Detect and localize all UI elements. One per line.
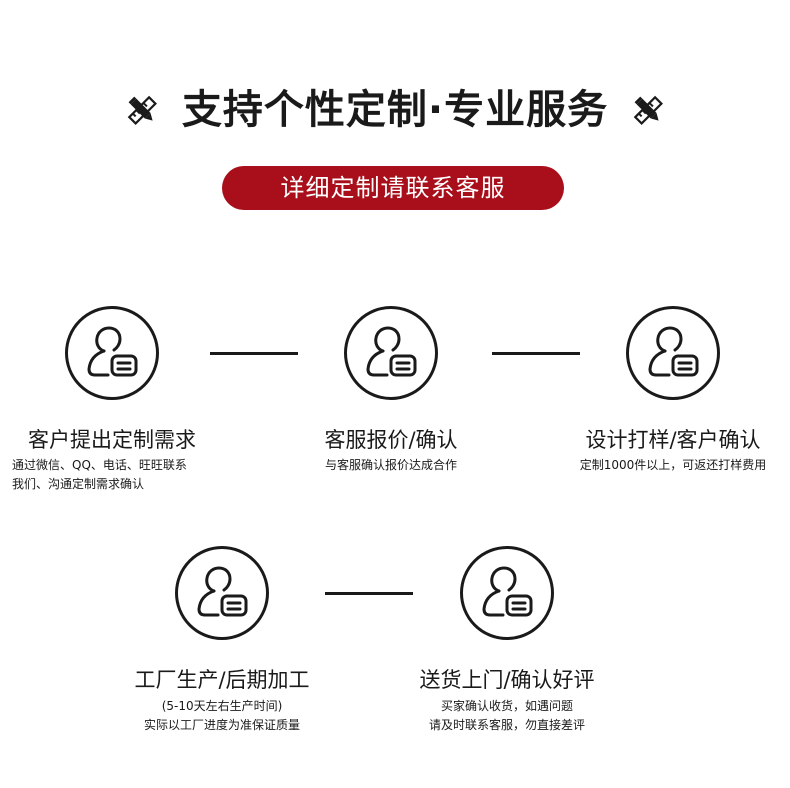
connector-line [492, 352, 580, 355]
step-5-title: 送货上门/确认好评 [419, 668, 595, 692]
step-1-desc: 通过微信、QQ、电话、旺旺联系 我们、沟通定制需求确认 [12, 458, 187, 491]
step-4-desc: (5-10天左右生产时间) 实际以工厂进度为准保证质量 [143, 699, 300, 732]
step-1-circle [65, 306, 159, 400]
user-card-icon [361, 323, 421, 383]
step-4-title: 工厂生产/后期加工 [134, 668, 310, 692]
connector-line [210, 352, 298, 355]
pencil-ruler-icon [124, 92, 160, 128]
user-card-icon [477, 563, 537, 623]
pencil-ruler-icon [630, 92, 666, 128]
contact-service-banner[interactable]: 详细定制请联系客服 [222, 166, 564, 210]
step-3-title: 设计打样/客户确认 [585, 428, 761, 452]
step-1-title: 客户提出定制需求 [28, 428, 196, 452]
step-5-circle [460, 546, 554, 640]
user-card-icon [82, 323, 142, 383]
user-card-icon [643, 323, 703, 383]
page-header: 支持个性定制·专业服务 [0, 82, 790, 138]
step-2-title: 客服报价/确认 [324, 428, 458, 452]
page-title: 支持个性定制·专业服务 [181, 87, 609, 133]
step-2-circle [344, 306, 438, 400]
connector-line [325, 592, 413, 595]
step-3-circle [626, 306, 720, 400]
user-card-icon [192, 563, 252, 623]
step-4-circle [175, 546, 269, 640]
step-2-desc: 与客服确认报价达成合作 [324, 458, 457, 472]
step-5-desc: 买家确认收货，如遇问题 请及时联系客服，勿直接差评 [428, 699, 585, 732]
step-3-desc: 定制1000件以上，可返还打样费用 [579, 458, 767, 472]
